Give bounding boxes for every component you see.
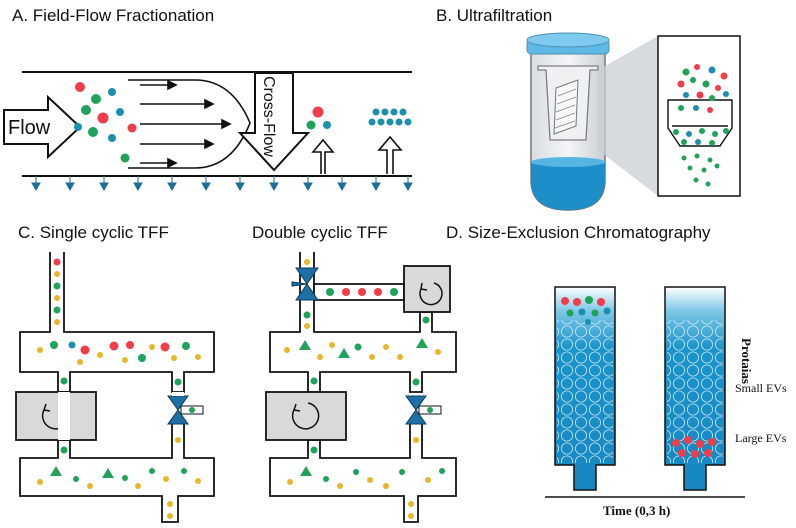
panel-c-double: Double cyclic TFF [252,223,457,523]
label-small-evs: Small EVs [735,381,787,395]
filter-zone-particles [673,128,729,146]
membrane-outflow-arrows [31,176,413,192]
panel-d-title: D. Size-Exclusion Chromatography [446,223,711,242]
panel-c-single: C. Single cyclic TFF [15,223,215,523]
cross-flow-label: Cross-Flow [260,76,277,157]
right-arrow-icon [140,118,232,130]
down-arrow-icon [99,176,109,192]
down-arrow-icon [201,176,211,192]
pump-rotation-icon [291,402,320,430]
pump-box-single [15,391,97,441]
up-arrow-icon [311,138,335,174]
cross-flow-arrow-icon [237,72,311,172]
down-arrow-icon [371,176,381,192]
time-label: Time (0,3 h) [603,503,670,518]
tff-single-channels [19,252,215,523]
sec-column-eluted-particles [672,436,716,458]
panel-c-title-double: Double cyclic TFF [252,223,388,242]
sec-column-eluted [664,286,726,491]
right-arrow-icon [140,138,215,150]
panel-c-title-single: C. Single cyclic TFF [18,223,169,242]
double-tff-particles [284,259,445,519]
panel-a: A. Field-Flow Fractionation Flow [3,6,413,192]
panel-b: B. Ultrafiltration [436,6,741,211]
down-arrow-icon [403,176,413,192]
down-arrow-icon [65,176,75,192]
pump-rotation-icon [419,282,443,306]
velocity-arrows [140,79,232,169]
panel-d: D. Size-Exclusion Chromatography Protaia… [446,223,787,518]
panel-b-title: B. Ultrafiltration [436,6,552,25]
filtrate-particles [681,153,720,187]
down-arrow-icon [235,176,245,192]
single-tff-particles [37,258,201,519]
valve-icon [167,395,204,425]
panel-a-title: A. Field-Flow Fractionation [12,6,214,25]
zoom-box [657,35,741,197]
right-arrow-icon [140,157,178,169]
right-arrow-icon [140,79,178,91]
down-arrow-icon [167,176,177,192]
down-arrow-icon [303,176,313,192]
pump-box-double-bottom [265,391,347,441]
sec-column-initial [554,286,616,491]
flow-arrow-icon [3,94,82,160]
filter-insert [537,65,599,141]
valve-icon [405,395,442,425]
pump-box-double-top [403,265,451,313]
down-arrow-icon [31,176,41,192]
flow-velocity-profile [128,79,251,169]
zoom-beam [598,36,658,196]
label-large-evs: Large EVs [735,431,787,445]
large-particles-zone [306,106,335,174]
small-particles-zone [368,108,412,174]
down-arrow-icon [133,176,143,192]
down-arrow-icon [269,176,279,192]
retained-particles [677,64,729,113]
inlet-particles [74,82,137,163]
valve-icon [291,267,319,301]
label-proteins: Protaias [739,338,754,384]
down-arrow-icon [337,176,347,192]
right-arrow-icon [140,98,215,110]
sec-column-initial-particles [561,296,611,325]
flow-label: Flow [8,117,51,139]
up-arrow-icon [377,135,403,174]
